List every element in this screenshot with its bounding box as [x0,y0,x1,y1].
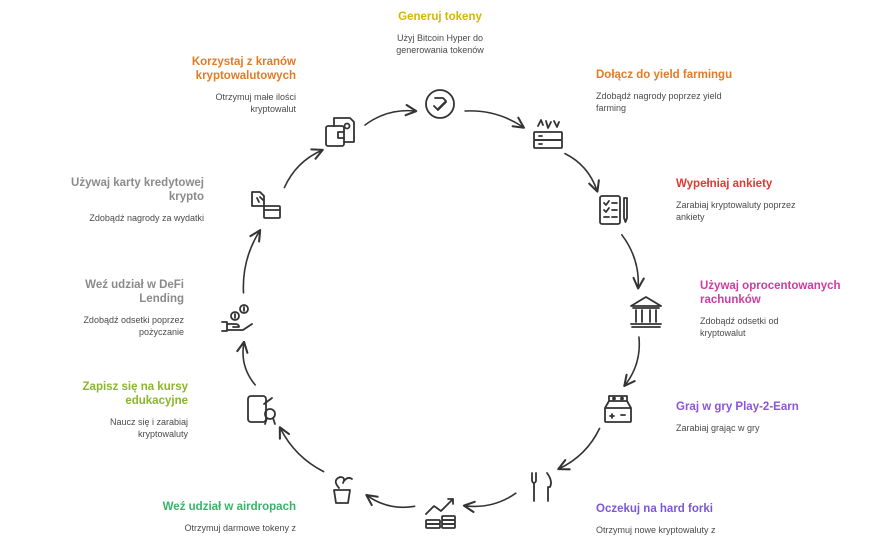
node-generate-tokens: Generuj tokeny Użyj Bitcoin Hyper do gen… [340,10,540,56]
node-title: Oczekuj na hard forki [596,503,713,515]
node-title: Generuj tokeny [398,11,482,23]
fork-icon [531,472,552,502]
wallet-icon [325,117,355,147]
node-yield-farming: Dołącz do yield farmingu Zdobądź nagrody… [596,68,796,114]
server-icon [533,119,563,149]
node-surveys: Wypełniaj ankiety Zarabiaj kryptowaluty … [676,177,876,223]
game-icon [604,395,632,423]
node-desc: Zarabiaj kryptowaluty poprzez ankiety [676,200,796,222]
node-title: Używaj oprocentowanych rachunków [700,280,841,306]
node-courses: Zapisz się na kursy edukacyjne Naucz się… [0,380,188,440]
node-desc: Naucz się i zarabiaj kryptowaluty [109,417,188,439]
cycle-arrow [462,492,517,513]
node-desc: Zarabiaj grając w gry [676,423,760,433]
node-title: Weź udział w airdropach [162,501,296,513]
cycle-arrow [364,104,418,126]
node-faucets: Korzystaj z kranów kryptowalutowych Otrz… [96,55,296,115]
coins-chart-icon [425,498,456,529]
cycle-arrow [283,148,324,189]
certificate-icon [247,395,276,425]
cycle-arrows [236,104,645,513]
node-title: Graj w gry Play-2-Earn [676,401,799,413]
node-title: Weź udział w DeFi Lending [85,279,184,305]
survey-icon [599,195,628,225]
node-title: Używaj karty kredytowej krypto [71,177,204,203]
node-title: Zapisz się na kursy edukacyjne [82,381,188,407]
lending-icon [221,304,253,332]
node-defi-lending: Weź udział w DeFi Lending Zdobądź odsetk… [0,278,184,338]
cycle-arrow [278,426,325,473]
node-title: Dołącz do yield farmingu [596,69,733,81]
cycle-arrow [464,110,525,129]
node-crypto-card: Używaj karty kredytowej krypto Zdobądź n… [4,176,204,224]
card-icon [251,191,281,219]
node-title: Korzystaj z kranów kryptowalutowych [191,56,296,82]
cycle-arrow [242,229,262,294]
node-interest-accounts: Używaj oprocentowanych rachunków Zdobądź… [700,279,880,339]
cycle-arrow [621,234,645,290]
node-desc: Zdobądź nagrody poprzez yield farming [596,91,722,113]
node-desc: Otrzymuj nowe kryptowaluty z [596,525,716,535]
cycle-arrow [365,493,416,509]
bank-icon [630,296,662,328]
cycle-arrow [623,336,641,388]
cycle-arrow [557,427,601,471]
cycle-icons [221,89,662,529]
airdrop-icon [333,476,353,504]
node-desc: Użyj Bitcoin Hyper do generowania tokenó… [396,33,484,55]
node-title: Wypełniaj ankiety [676,178,773,190]
node-desc: Zdobądź odsetki od kryptowalut [700,316,779,338]
node-desc: Otrzymuj darmowe tokeny z [184,523,296,533]
node-play-to-earn: Graj w gry Play-2-Earn Zarabiaj grając w… [676,400,876,434]
node-desc: Zdobądź nagrody za wydatki [89,213,204,223]
node-hard-forks: Oczekuj na hard forki Otrzymuj nowe kryp… [596,502,796,536]
cycle-arrow [564,152,600,193]
token-icon [425,89,455,119]
node-desc: Otrzymuj małe ilości kryptowalut [215,92,296,114]
node-airdrops: Weź udział w airdropach Otrzymuj darmowe… [96,500,296,534]
node-desc: Zdobądź odsetki poprzez pożyczanie [83,315,184,337]
cycle-arrow [236,340,256,386]
